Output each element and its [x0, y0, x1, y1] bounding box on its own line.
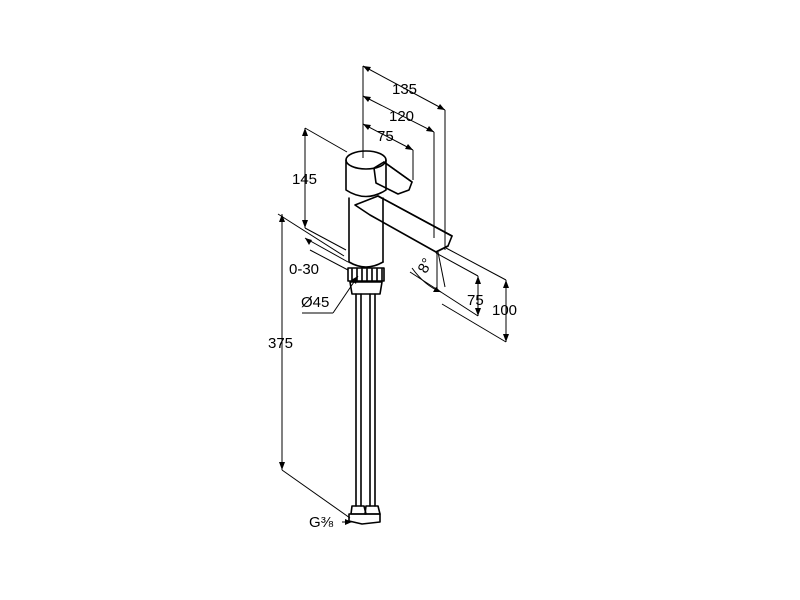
dim-100-label: 100 [492, 302, 517, 319]
dim-0-30-label: 0-30 [289, 261, 319, 278]
dim-diameter-label: Ø45 [301, 294, 329, 311]
dim-thread-label: G⅜ [309, 514, 334, 531]
dimension-lines [277, 65, 509, 525]
dim-375-label: 375 [268, 335, 293, 352]
dim-75-top-label: 75 [377, 128, 394, 145]
dim-120-label: 120 [389, 108, 414, 125]
dim-75-spout-label: 75 [467, 292, 484, 309]
faucet-outline [345, 150, 453, 525]
dim-135-label: 135 [392, 81, 417, 98]
dim-145-label: 145 [292, 171, 317, 188]
dim-angle-label: 8° [415, 256, 437, 277]
dimension-labels: 135 120 75 145 0-30 Ø45 375 8° 75 100 G⅜ [268, 81, 517, 531]
